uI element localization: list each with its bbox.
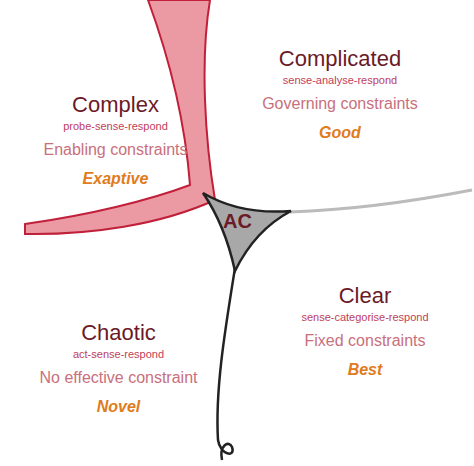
domain-constraint: Governing constraints: [260, 94, 420, 113]
domain-name: Chaotic: [37, 320, 200, 346]
domain-practice-type: Best: [299, 360, 431, 379]
aporetic-confused-domain: AC: [195, 185, 295, 275]
complex-domain: Complex probe-sense-respondEnabling const…: [41, 92, 190, 188]
domain-name: Complex: [41, 92, 190, 118]
chaotic-clear-boundary: [217, 268, 235, 460]
domain-practice-type: Good: [260, 123, 420, 142]
domain-practice: probe-sense-respond: [41, 120, 190, 133]
triangle-outline: [203, 193, 291, 271]
domain-name: Complicated: [260, 46, 420, 72]
domain-practice: sense-categorise-respond: [299, 311, 431, 324]
domain-practice: sense-analyse-respond: [260, 74, 420, 87]
domain-constraint: Enabling constraints: [41, 140, 190, 159]
domain-practice: act-sense-respond: [37, 348, 200, 361]
domain-name: Clear: [299, 283, 431, 309]
complex-boundary-band: [25, 0, 215, 234]
chaotic-domain: Chaotic act-sense-respond No effective con…: [37, 320, 200, 416]
complicated-domain: Complicated sense-analyse-respondGovernin…: [260, 46, 420, 142]
domain-practice-type: Novel: [37, 397, 200, 416]
clear-complicated-boundary: [290, 190, 472, 212]
domain-constraint: Fixed constraints: [299, 331, 431, 350]
domain-constraint: No effective constraint: [37, 368, 200, 387]
clear-domain: Clear sense-categorise-respondFixed const…: [299, 283, 431, 379]
domain-abbreviation: AC: [223, 210, 252, 233]
domain-practice-type: Exaptive: [41, 169, 190, 188]
